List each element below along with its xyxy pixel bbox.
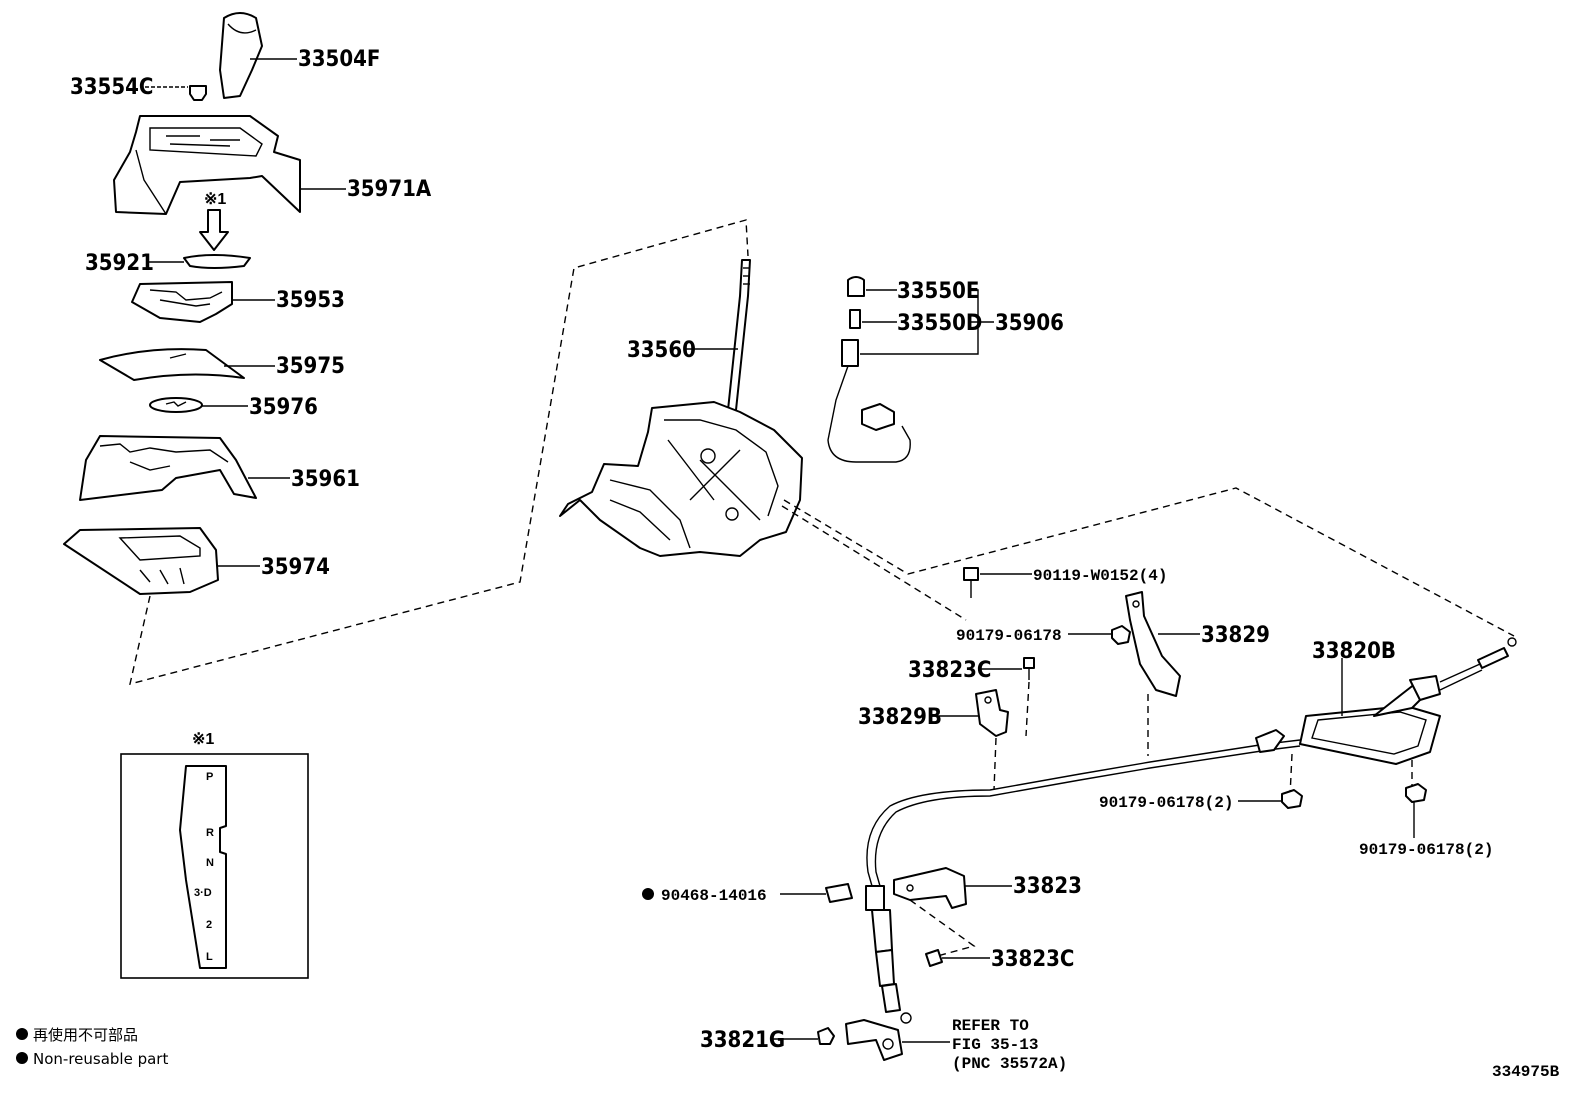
label-33829B: 33829B [858, 705, 942, 730]
bolt-33823C-b [925, 949, 990, 967]
down-arrow-icon [199, 209, 229, 251]
label-33820B: 33820B [1312, 639, 1396, 664]
housing-35953 [131, 281, 275, 323]
shift-knob-33504F [219, 12, 297, 99]
gate-3D: 3·D [194, 887, 212, 899]
label-33823C-a: 33823C [908, 658, 991, 683]
nut-90179-c [1405, 783, 1427, 838]
legend-dot-icon-en [16, 1052, 28, 1064]
legend-jp: 再使用不可部品 [33, 1026, 138, 1044]
base-35974 [63, 527, 260, 595]
non-reusable-dot-icon [642, 888, 654, 900]
label-33823C-b: 33823C [991, 947, 1074, 972]
label-33554C: 33554C [70, 75, 153, 100]
label-90468: 90468-14016 [661, 887, 767, 905]
control-lever [845, 1019, 950, 1061]
lever-to-bracket-dashed [781, 505, 967, 621]
bracket-33823 [893, 867, 1012, 959]
slide-plate-35975 [99, 348, 275, 381]
shift-cable-33820B [865, 637, 1517, 1024]
label-35976: 35976 [249, 395, 318, 420]
bracket-33829B [932, 689, 1009, 791]
label-90119: 90119-W0152(4) [1033, 567, 1167, 585]
label-35953: 35953 [276, 288, 345, 313]
label-33550E: 33550E [897, 279, 979, 304]
refer-line-1: REFER TO [952, 1017, 1029, 1035]
label-90179-c: 90179-06178(2) [1359, 841, 1493, 859]
bracket-33829 [1125, 591, 1200, 756]
diagram-id: 334975B [1492, 1063, 1560, 1081]
label-35975: 35975 [276, 354, 345, 379]
label-35906: 35906 [995, 311, 1064, 336]
shift-gate-plate [179, 765, 227, 969]
legend-dot-icon-jp [16, 1028, 28, 1040]
label-33560: 33560 [627, 338, 696, 363]
bezel-cover-35971A [113, 115, 346, 215]
nut-33821G [772, 1027, 835, 1045]
label-90179-b: 90179-06178(2) [1099, 794, 1233, 812]
bulb-socket-assembly [827, 276, 994, 463]
label-33823: 33823 [1013, 874, 1082, 899]
shift-lever-assembly-33560 [559, 259, 803, 557]
legend-en: Non-reusable part [33, 1050, 168, 1068]
assembly-dashed-line [129, 219, 749, 685]
clip-90468 [642, 883, 853, 903]
bolt-33823C-a [980, 657, 1035, 737]
gate-L: L [206, 951, 213, 963]
nut-90179-a [1068, 625, 1131, 645]
label-33821G: 33821G [700, 1028, 785, 1053]
label-35974: 35974 [261, 555, 330, 580]
nut-90179-b [1238, 789, 1303, 809]
gate-2: 2 [206, 919, 212, 931]
indicator-plate-35921 [146, 254, 251, 269]
label-33550D: 33550D [897, 311, 982, 336]
gate-P: P [206, 771, 213, 783]
bolt-90119 [963, 567, 1032, 598]
lever-to-cable-dashed [783, 487, 1515, 637]
label-35921: 35921 [85, 251, 154, 276]
refer-line-2: FIG 35-13 [952, 1036, 1038, 1054]
refer-line-3: (PNC 35572A) [952, 1055, 1067, 1073]
gate-N: N [206, 857, 214, 869]
note-ref-arrow: ※1 [204, 191, 226, 208]
label-35961: 35961 [291, 467, 360, 492]
washer-35976 [149, 397, 248, 413]
clip-33554C [145, 85, 207, 101]
label-90179-a: 90179-06178 [956, 627, 1062, 645]
upper-housing-35961 [79, 435, 290, 501]
label-33504F: 33504F [298, 47, 380, 72]
detail-box-title: ※1 [192, 731, 214, 748]
label-35971A: 35971A [347, 177, 432, 202]
gate-R: R [206, 827, 214, 839]
label-33829: 33829 [1201, 623, 1270, 648]
